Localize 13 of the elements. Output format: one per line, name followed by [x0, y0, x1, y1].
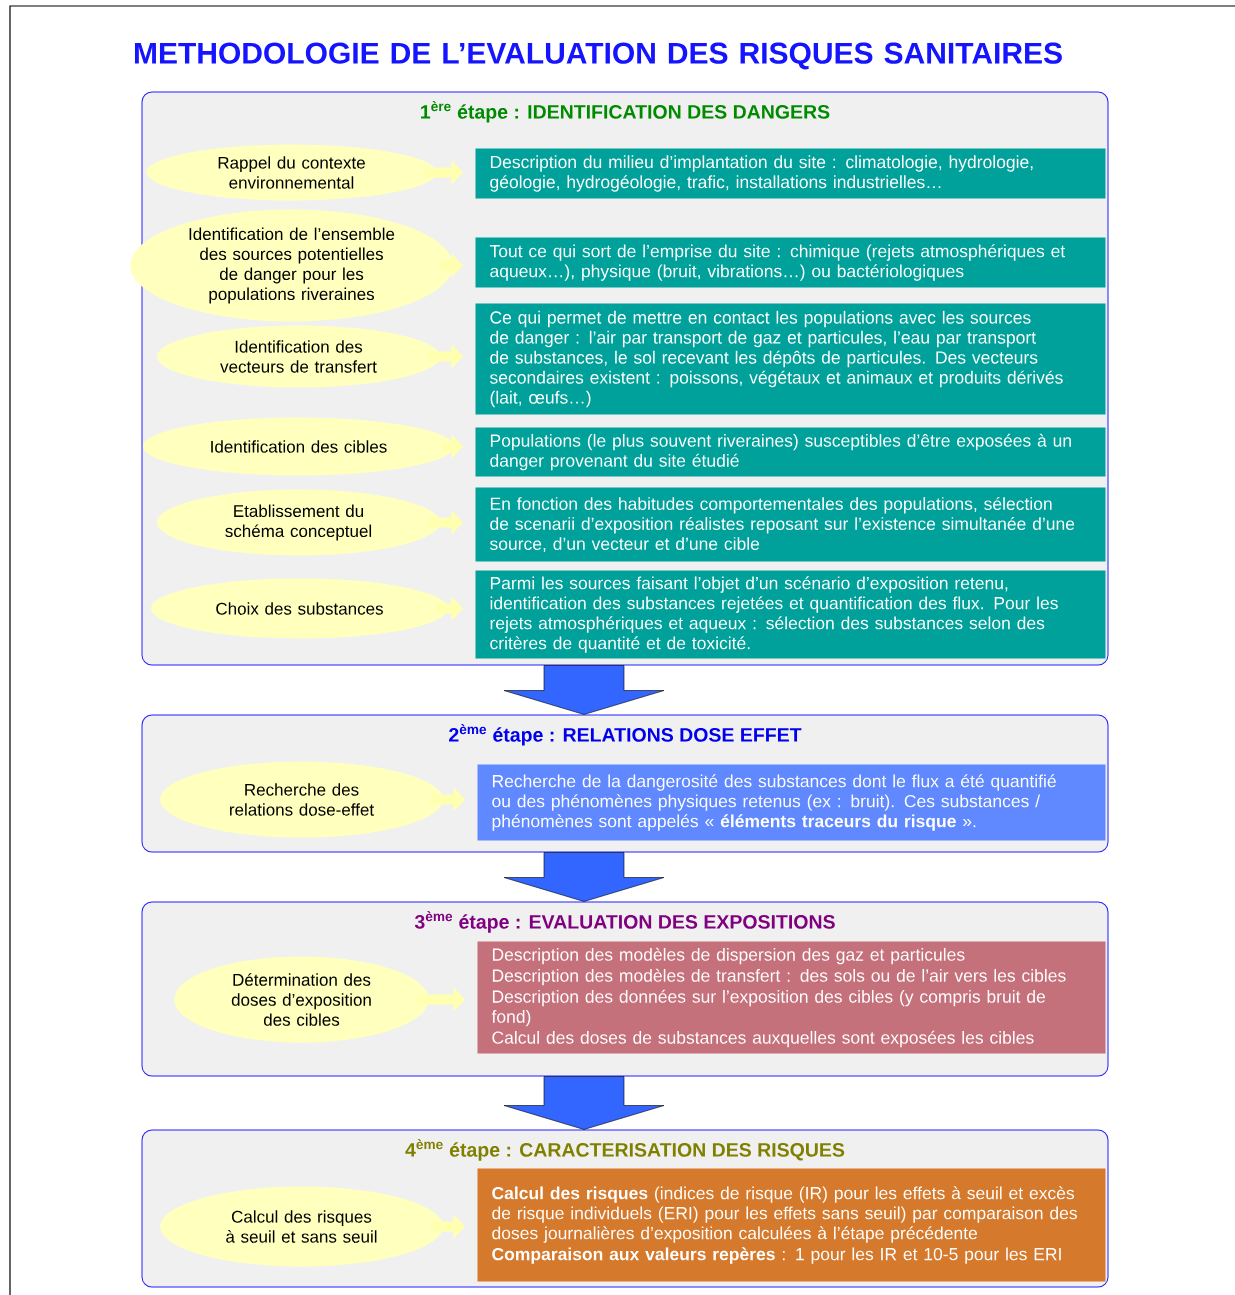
description-box: Populations (le plus souvent riveraines) susceptibles d’être exposées à un danger provenant du site étudié	[475, 427, 1106, 477]
description-box: Calcul des risques (indices de risque (IR) pour les effets à seuil et excès de risque individuels (ERI) pour les effets sans seuil) par comparaison des doses journalières d’exposition calculées à l’étape précédente Comparaison aux valeurs repères : 1 pour les IR et 10-5 pour les ERI	[477, 1168, 1106, 1282]
block-arrow	[503, 852, 665, 902]
description-box: Ce qui permet de mettre en contact les populations avec les sources de danger : l’air par transport de gaz et particules, l’eau par transport de substances, le sol recevant les dépôts de particules. Des vecteurs secondaires existent : poissons, végétaux et animaux et produits dérivés (lait, œufs…)	[475, 303, 1106, 415]
title: METHODOLOGIE DE L’EVALUATION DES RISQUES SANITAIRES	[135, 42, 1062, 70]
block-arrow	[503, 665, 665, 715]
description-box: Description des modèles de dispersion des gaz et particules Description des modèles de transfert : des sols ou de l’air vers les cibles Description des données sur l’exposition des cibles (y compris bruit de fond) Calcul des doses de substances auxquelles sont exposées les cibles	[477, 941, 1106, 1054]
description-box: Description du milieu d’implantation du site : climatologie, hydrologie, géologie, hydrogéologie, trafic, installations industrielles…	[475, 148, 1106, 199]
block-arrow	[503, 1076, 665, 1130]
description-box: En fonction des habitudes comportementales des populations, sélection de scenarii d’exposition réalistes reposant sur l’existence simultanée d’une source, d’un vecteur et d’une cible	[475, 487, 1106, 562]
description-box: Tout ce qui sort de l’emprise du site : chimique (rejets atmosphériques et aqueux…), physique (bruit, vibrations…) ou bactériologiques	[475, 237, 1106, 288]
description-box: Parmi les sources faisant l’objet d’un scénario d’exposition retenu, identification des substances rejetées et quantification des flux. Pour les rejets atmosphériques et aqueux : sélection des substances selon des critères de quantité et de toxicité.	[475, 570, 1106, 659]
description-box: Recherche de la dangerosité des substances dont le flux a été quantifié ou des phénomènes physiques retenus (ex : bruit). Ces substances / phénomènes sont appelés « éléments traceurs du risque ».	[477, 764, 1106, 841]
